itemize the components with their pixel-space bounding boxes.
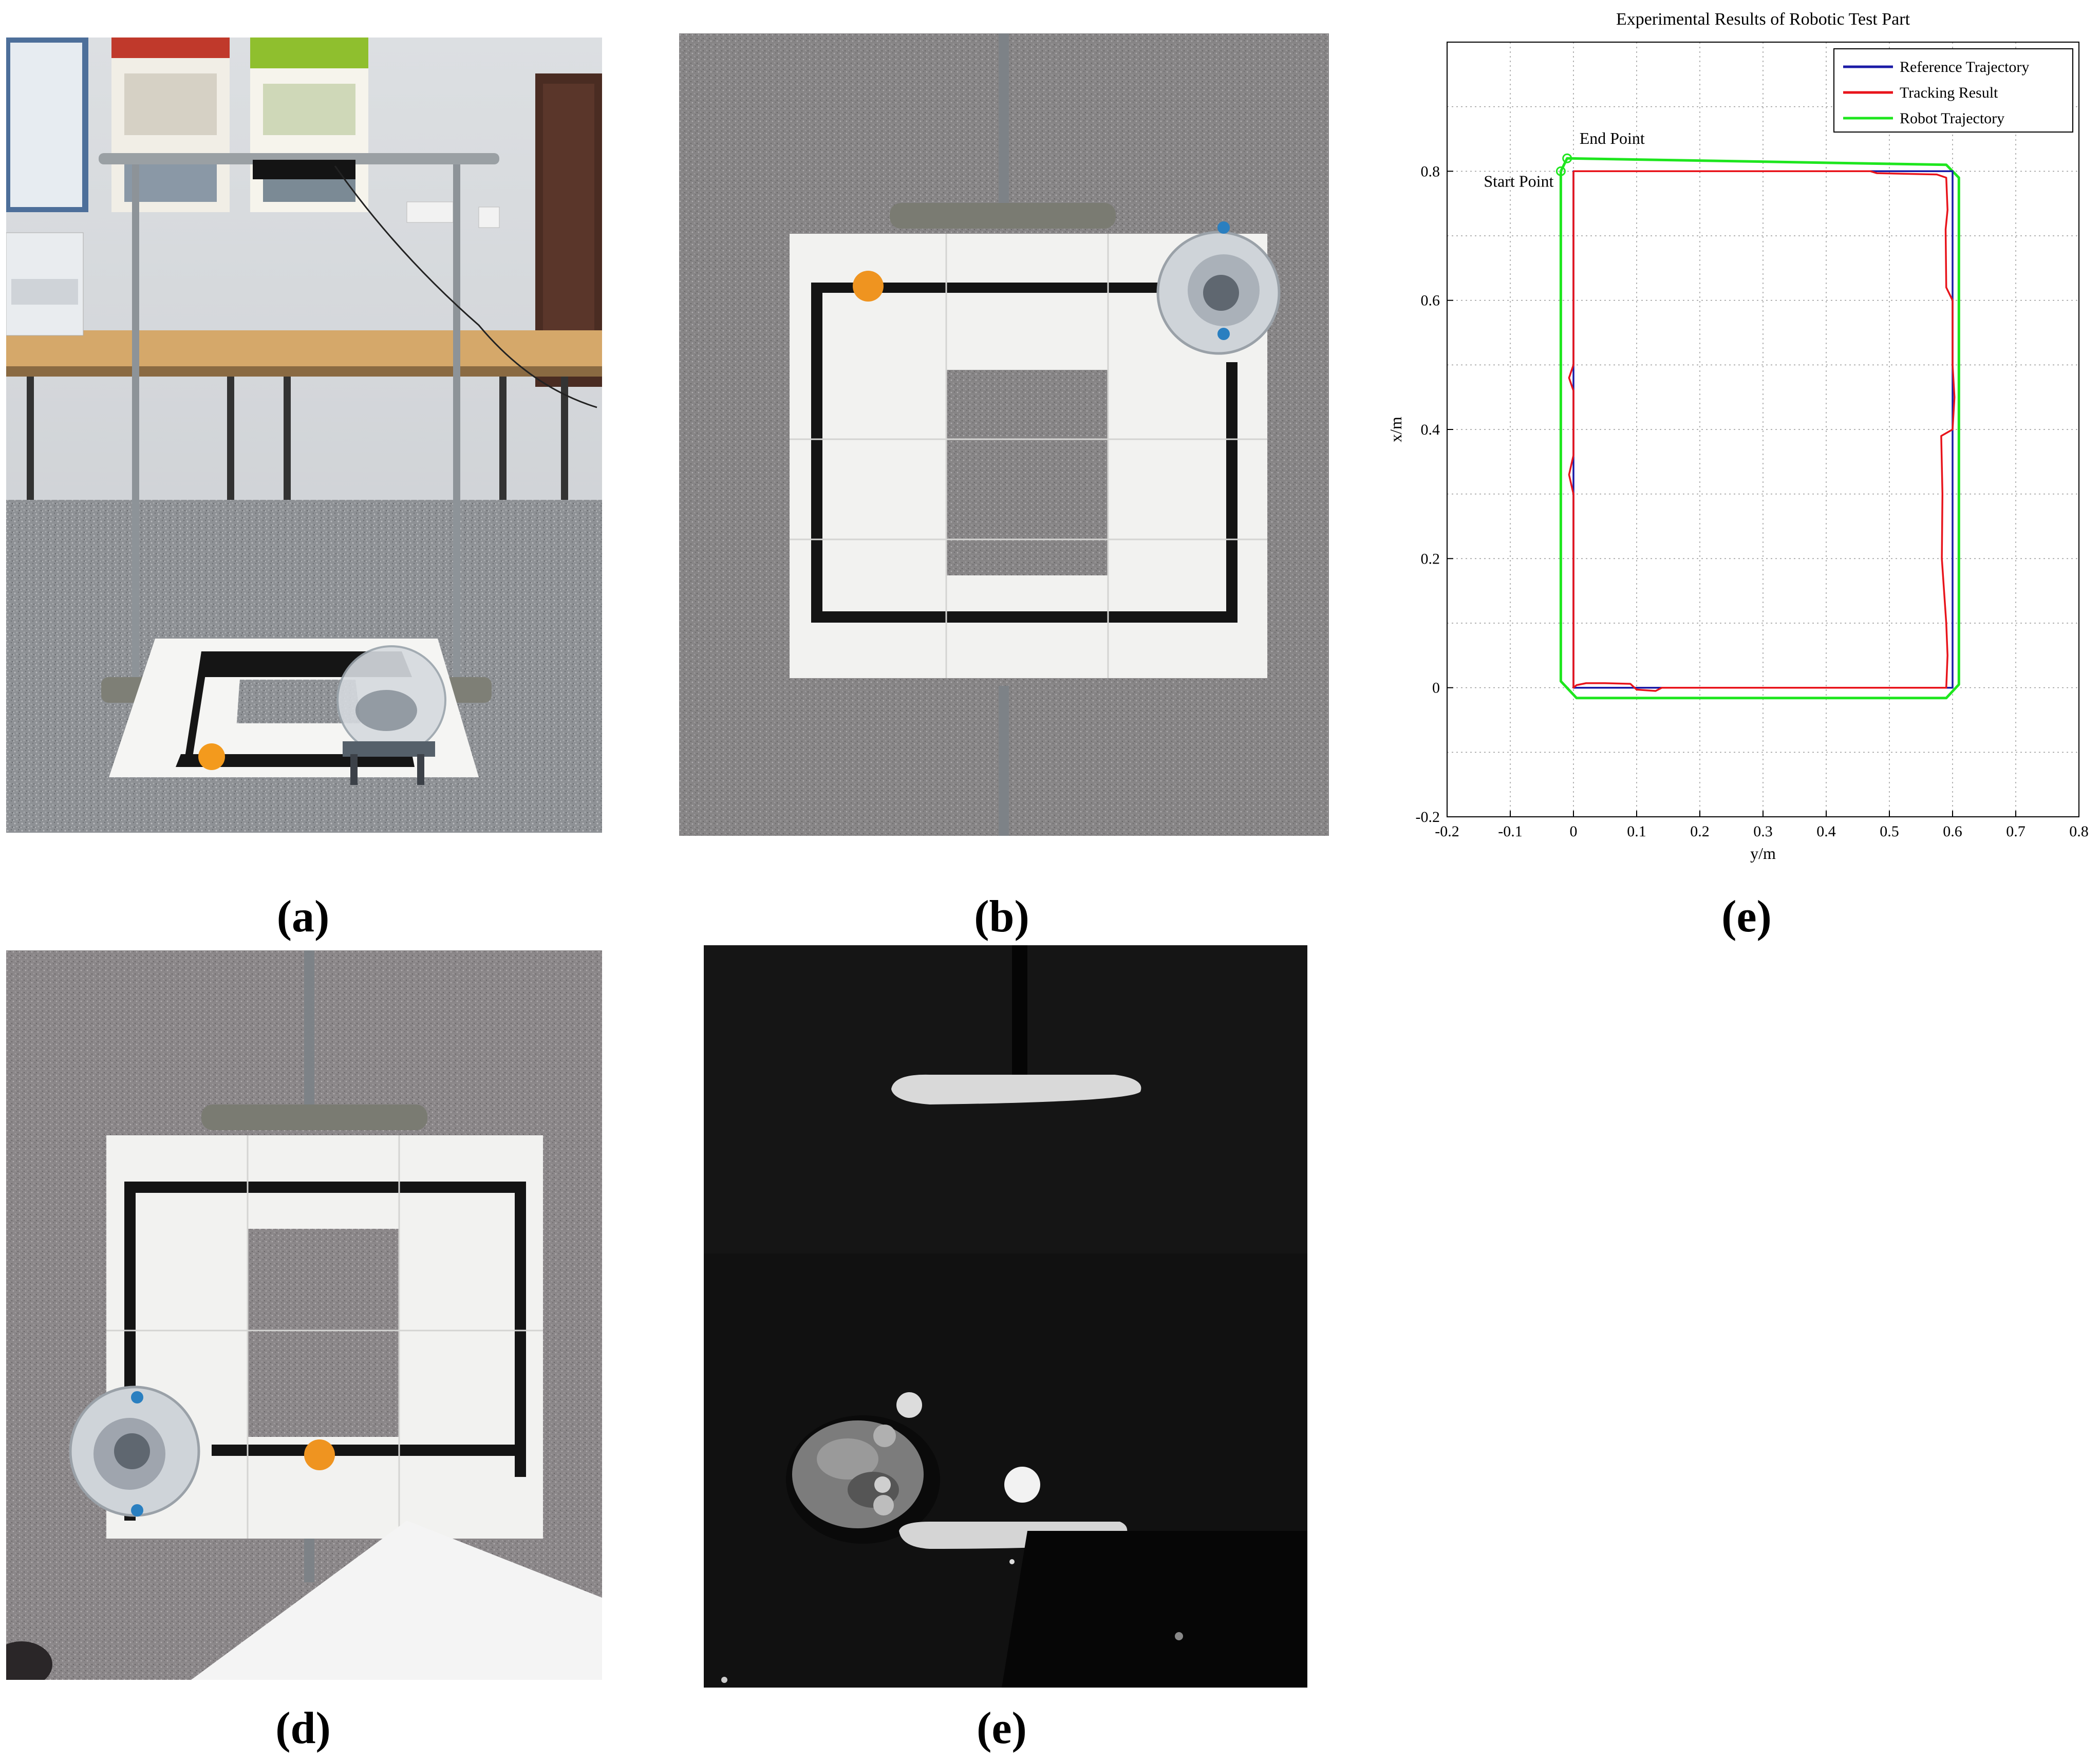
x-axis-label: y/m: [1750, 844, 1776, 863]
x-tick-label: 0.1: [1627, 823, 1646, 840]
y-tick-label: 0.6: [1421, 292, 1440, 309]
y-tick-label: 0.8: [1421, 163, 1440, 180]
caption-e-chart: (e): [1721, 892, 1772, 942]
annotation-end-point: End Point: [1580, 129, 1645, 147]
trajectory-plot: -0.2 -0.1 0 0.1 0.2 0.3 0.4 0.5 0.6 0.7 0.8 -0.2 0 0.…: [1387, 10, 2089, 863]
series-line-1: [1568, 170, 1956, 692]
y-tick-label: 0.4: [1421, 421, 1440, 438]
x-tick-label: 0.4: [1816, 823, 1836, 840]
series-line-2: [1559, 157, 1960, 700]
legend-label: Tracking Result: [1900, 84, 1998, 101]
x-tick-label: -0.2: [1435, 823, 1459, 840]
caption-d: (d): [275, 1703, 331, 1753]
caption-a: (a): [276, 892, 330, 942]
legend-label: Robot Trajectory: [1900, 110, 2004, 127]
tick-layer: -0.2 -0.1 0 0.1 0.2 0.3 0.4 0.5 0.6 0.7 0.8 -0.2 0 0.…: [1416, 163, 2089, 840]
start-marker: [1555, 166, 1566, 176]
top-view-illustration: [679, 33, 1329, 836]
caption-b: (b): [974, 892, 1029, 942]
x-tick-label: 0.6: [1943, 823, 1962, 840]
y-axis-label: x/m: [1387, 417, 1405, 442]
caption-e-depth: (e): [977, 1703, 1027, 1753]
x-tick-label: 0.5: [1880, 823, 1899, 840]
top-view-2-illustration: [6, 950, 602, 1680]
annotation-layer: Start Point End Point: [1484, 129, 1645, 190]
end-marker: [1562, 153, 1572, 163]
photo-top-view-2: [6, 950, 602, 1680]
chart-title: Experimental Results of Robotic Test Par…: [1616, 10, 1910, 29]
legend-label: Reference Trajectory: [1900, 59, 2029, 76]
x-tick-label: 0: [1570, 823, 1578, 840]
x-tick-label: 0.7: [2006, 823, 2026, 840]
x-tick-label: 0.3: [1753, 823, 1773, 840]
x-tick-label: 0.2: [1690, 823, 1710, 840]
x-tick-label: 0.8: [2069, 823, 2089, 840]
photo-top-view-1: [679, 33, 1329, 836]
grid-layer: [1447, 42, 2079, 817]
x-tick-label: -0.1: [1498, 823, 1523, 840]
y-tick-label: 0: [1432, 680, 1440, 697]
photo-room-setup: [6, 38, 602, 833]
y-tick-label: 0.2: [1421, 550, 1440, 567]
y-tick-label: -0.2: [1416, 809, 1440, 826]
annotation-start-point: Start Point: [1484, 172, 1553, 190]
depth-map-illustration: [704, 945, 1307, 1688]
series-layer: [1555, 153, 1960, 700]
room-setup-illustration: [6, 38, 602, 833]
depth-image: [704, 945, 1307, 1688]
trajectory-chart: -0.2 -0.1 0 0.1 0.2 0.3 0.4 0.5 0.6 0.7 0.8 -0.2 0 0.…: [1387, 0, 2100, 873]
